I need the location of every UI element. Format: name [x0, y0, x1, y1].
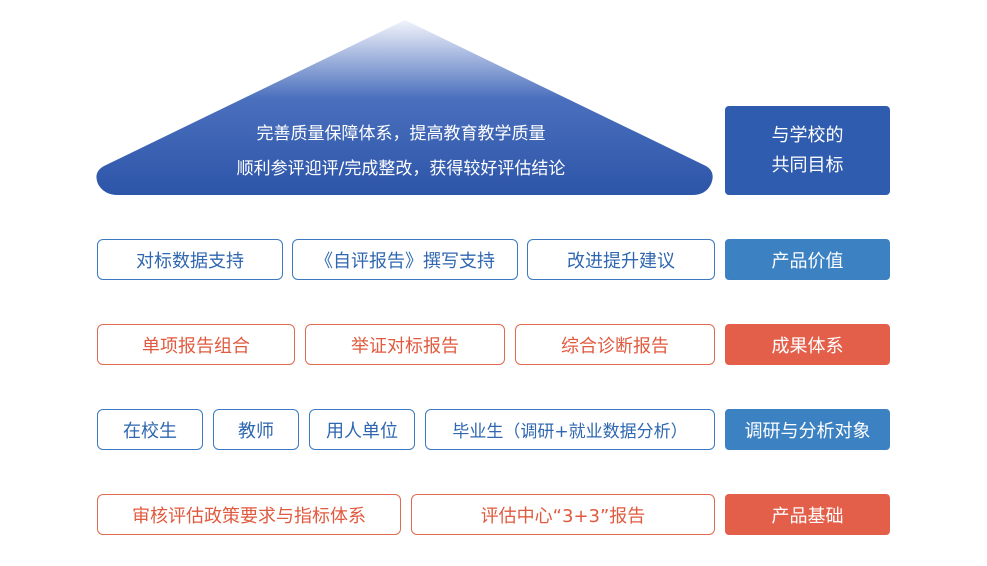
- subject-item-students: 在校生: [97, 409, 203, 450]
- roof-line-1: 完善质量保障体系，提高教育教学质量: [256, 124, 546, 144]
- row-tag-research-subjects: 调研与分析对象: [725, 409, 890, 450]
- subject-item-employers: 用人单位: [309, 409, 415, 450]
- subject-item-graduates: 毕业生（调研+就业数据分析）: [425, 409, 715, 450]
- row-tag-product-value: 产品价值: [725, 239, 890, 280]
- roof-triangle: [96, 20, 713, 195]
- value-item-improvement: 改进提升建议: [527, 239, 715, 280]
- row-tag-result-system: 成果体系: [725, 324, 890, 365]
- value-item-self-report: 《自评报告》撰写支持: [292, 239, 518, 280]
- value-item-benchmark-data: 对标数据支持: [97, 239, 283, 280]
- result-item-single-reports: 单项报告组合: [97, 324, 295, 365]
- goal-tag-line-2: 共同目标: [771, 154, 844, 176]
- basis-item-center-reports: 评估中心“3+3”报告: [411, 494, 715, 535]
- goal-tag: 与学校的 共同目标: [725, 106, 890, 195]
- subject-item-teachers: 教师: [213, 409, 299, 450]
- result-item-evidence-report: 举证对标报告: [305, 324, 505, 365]
- result-item-diagnosis-report: 综合诊断报告: [515, 324, 715, 365]
- roof-line-2: 顺利参评迎评/完成整改，获得较好评估结论: [236, 159, 566, 179]
- goal-tag-line-1: 与学校的: [771, 124, 844, 146]
- row-tag-product-basis: 产品基础: [725, 494, 890, 535]
- basis-item-policy-indicators: 审核评估政策要求与指标体系: [97, 494, 401, 535]
